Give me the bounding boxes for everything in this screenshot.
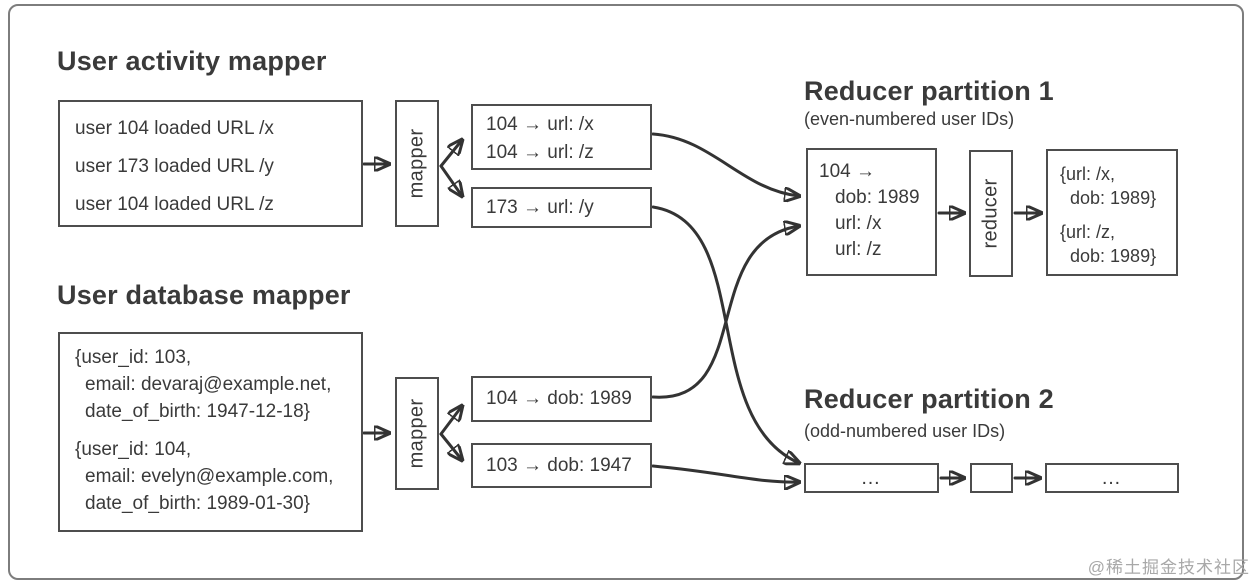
database-mapper-title: User database mapper — [57, 280, 351, 310]
database-output-box-2: 103 → dob: 1947 — [471, 443, 652, 488]
record-line: date_of_birth: 1989-01-30} — [85, 493, 311, 514]
kv-pair: 104 → url: /z — [486, 142, 594, 163]
output-record: {url: /x, dob: 1989} — [1060, 162, 1176, 210]
output-line: {url: /z, — [1060, 222, 1116, 242]
partition2-input-box: … — [804, 463, 939, 493]
reducer-partition-1-title: Reducer partition 1 — [804, 76, 1054, 106]
partition1-reducer-box: reducer — [969, 150, 1013, 277]
record-line: email: evelyn@example.com, — [85, 466, 334, 487]
watermark: @稀土掘金技术社区 — [1087, 558, 1250, 577]
activity-input-line: user 173 loaded URL /y — [75, 156, 274, 177]
activity-mapper-box: mapper — [395, 100, 439, 227]
partition2-output-box: … — [1045, 463, 1179, 493]
output-line: {url: /x, — [1060, 164, 1116, 184]
output-line: dob: 1989} — [1070, 188, 1157, 208]
mapper-label: mapper — [405, 398, 428, 469]
grouped-key-line: 104 → — [819, 161, 875, 182]
kv-pair: 104 → url: /x — [486, 114, 594, 135]
partition2-reducer-box — [970, 463, 1013, 493]
database-mapper-box: mapper — [395, 377, 439, 490]
activity-output-box-2: 173 → url: /y — [471, 187, 652, 228]
database-record: {user_id: 103, email: devaraj@example.ne… — [75, 344, 361, 425]
activity-input-line: user 104 loaded URL /z — [75, 194, 274, 215]
partition1-input-box: 104 → dob: 1989 url: /x url: /z — [806, 148, 937, 276]
grouped-value-line: url: /x — [835, 213, 882, 234]
diagram-frame — [8, 4, 1244, 580]
reducer-partition-2-title: Reducer partition 2 — [804, 384, 1054, 414]
database-output-box-1: 104 → dob: 1989 — [471, 376, 652, 422]
kv-pair: 104 → dob: 1989 — [486, 388, 632, 409]
activity-output-box-1: 104 → url: /x 104 → url: /z — [471, 104, 652, 170]
grouped-value-line: url: /z — [835, 239, 882, 260]
record-line: email: devaraj@example.net, — [85, 374, 332, 395]
output-record: {url: /z, dob: 1989} — [1060, 220, 1176, 268]
activity-mapper-title: User activity mapper — [57, 46, 327, 76]
kv-pair: 103 → dob: 1947 — [486, 454, 632, 476]
database-input-box: {user_id: 103, email: devaraj@example.ne… — [58, 332, 363, 532]
record-line: {user_id: 103, — [75, 347, 192, 368]
record-line: date_of_birth: 1947-12-18} — [85, 401, 311, 422]
database-record: {user_id: 104, email: evelyn@example.com… — [75, 436, 361, 517]
record-line: {user_id: 104, — [75, 439, 192, 460]
grouped-value-line: dob: 1989 — [835, 187, 920, 208]
activity-input-line: user 104 loaded URL /x — [75, 118, 274, 139]
reducer-label: reducer — [979, 178, 1002, 249]
mapper-label: mapper — [405, 128, 428, 199]
partition1-output-box: {url: /x, dob: 1989} {url: /z, dob: 1989… — [1046, 149, 1178, 276]
reducer-partition-1-subtitle: (even-numbered user IDs) — [804, 109, 1015, 129]
reducer-partition-2-subtitle: (odd-numbered user IDs) — [804, 421, 1006, 441]
output-line: dob: 1989} — [1070, 246, 1157, 266]
activity-input-box: user 104 loaded URL /x user 173 loaded U… — [58, 100, 363, 227]
kv-pair: 173 → url: /y — [486, 196, 594, 218]
